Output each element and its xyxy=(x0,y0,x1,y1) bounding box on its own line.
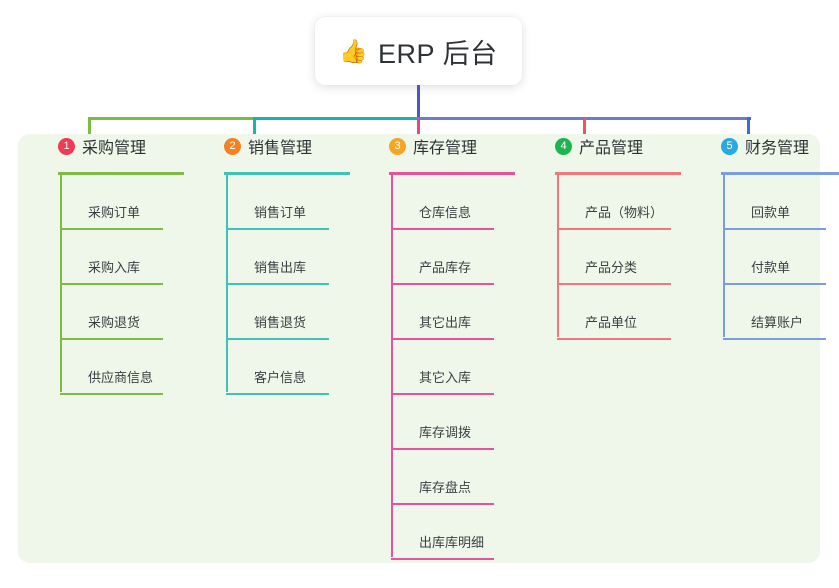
bar-teal xyxy=(253,117,419,120)
list-item-rule xyxy=(391,338,494,340)
list-item-label: 仓库信息 xyxy=(419,205,472,220)
list-item-label: 销售出库 xyxy=(254,260,307,275)
list-item-rule xyxy=(60,228,163,230)
list-item-label: 其它入库 xyxy=(419,370,472,385)
branch-header-purchase[interactable]: 1 采购管理 xyxy=(38,134,146,158)
list-item-rule xyxy=(723,283,826,285)
page-title: ERP 后台 xyxy=(378,38,498,69)
list-item-label: 采购入库 xyxy=(88,260,141,275)
list-item-rule xyxy=(226,393,329,395)
list-item-label: 库存调拨 xyxy=(419,425,472,440)
branch-spine-finance xyxy=(723,172,725,337)
list-item-label: 产品分类 xyxy=(585,260,638,275)
branch-title-purchase: 采购管理 xyxy=(82,140,147,157)
branch-column-product: 4 产品管理产品（物料） 产品分类产品单位 xyxy=(535,134,681,340)
branches-panel: 1 采购管理采购订单采购入库采购退货供应商信息 2 销售管理销售订单销售出库销售退货客… xyxy=(18,134,839,563)
branch-column-inventory: 3 库存管理仓库信息产品库存其它出库其它入库库存调拨库存盘点出库库明细 xyxy=(369,134,515,560)
list-item-rule xyxy=(226,283,329,285)
branch-spine-sales xyxy=(226,172,228,392)
branch-badge-inventory: 3 xyxy=(389,137,406,155)
branch-badge-product: 4 xyxy=(555,137,572,155)
list-item-label: 客户信息 xyxy=(254,370,307,385)
list-item-rule xyxy=(557,228,671,230)
stub-inventory xyxy=(417,117,420,150)
root-node-card[interactable]: 👍 ERP 后台 xyxy=(315,17,522,85)
branch-header-rule-inventory xyxy=(389,172,515,175)
list-item-rule xyxy=(557,338,671,340)
list-item-rule xyxy=(557,283,671,285)
list-item-label: 结算账户 xyxy=(751,315,804,330)
list-item-label: 销售退货 xyxy=(254,315,307,330)
thumbs-up-icon: 👍 xyxy=(339,37,369,64)
branch-title-product: 产品管理 xyxy=(579,140,644,157)
branch-header-rule-finance xyxy=(721,172,839,175)
list-item-rule xyxy=(391,283,494,285)
branch-header-rule-product xyxy=(555,172,681,175)
list-item-label: 采购退货 xyxy=(88,315,141,330)
list-item-label: 采购订单 xyxy=(88,205,141,220)
list-item-rule xyxy=(391,393,494,395)
branch-title-inventory: 库存管理 xyxy=(413,140,478,157)
list-item-rule xyxy=(226,228,329,230)
list-item-rule xyxy=(723,338,826,340)
branch-badge-sales: 2 xyxy=(224,137,241,155)
list-item-rule xyxy=(226,338,329,340)
list-item-rule xyxy=(60,338,163,340)
list-item-rule xyxy=(391,503,494,505)
stub-finance xyxy=(747,117,750,150)
stub-product xyxy=(583,117,586,150)
list-item-label: 产品库存 xyxy=(419,260,472,275)
connector-trunk xyxy=(417,85,420,120)
branch-title-finance: 财务管理 xyxy=(745,140,810,157)
branch-badge-finance: 5 xyxy=(721,137,738,155)
branch-column-purchase: 1 采购管理采购订单采购入库采购退货供应商信息 xyxy=(38,134,184,395)
branch-header-sales[interactable]: 2 销售管理 xyxy=(204,134,312,158)
list-item-label: 供应商信息 xyxy=(88,370,154,385)
branch-spine-product xyxy=(557,172,559,337)
list-item-label: 产品（物料） xyxy=(585,205,664,220)
list-item-label: 库存盘点 xyxy=(419,480,472,495)
branch-column-finance: 5 财务管理回款单付款单结算账户 xyxy=(701,134,839,340)
list-item-rule xyxy=(391,558,494,560)
list-item-rule xyxy=(723,228,826,230)
list-item-label: 销售订单 xyxy=(254,205,307,220)
list-item-rule xyxy=(391,228,494,230)
branch-header-finance[interactable]: 5 财务管理 xyxy=(701,134,809,158)
list-item-label: 付款单 xyxy=(751,260,791,275)
stub-purchase xyxy=(88,117,91,150)
list-item-rule xyxy=(391,448,494,450)
list-item-label: 产品单位 xyxy=(585,315,638,330)
branch-spine-purchase xyxy=(60,172,62,392)
list-item-rule xyxy=(60,283,163,285)
branch-header-product[interactable]: 4 产品管理 xyxy=(535,134,643,158)
branch-column-sales: 2 销售管理销售订单销售出库销售退货客户信息 xyxy=(204,134,350,395)
branch-title-sales: 销售管理 xyxy=(248,140,313,157)
list-item-label: 回款单 xyxy=(751,205,791,220)
branch-header-rule-sales xyxy=(224,172,350,175)
stub-sales xyxy=(253,117,256,150)
list-item-rule xyxy=(60,393,163,395)
branch-spine-inventory xyxy=(391,172,393,557)
branch-header-inventory[interactable]: 3 库存管理 xyxy=(369,134,477,158)
branch-badge-purchase: 1 xyxy=(58,137,75,155)
list-item-label: 出库库明细 xyxy=(419,535,485,550)
bar-green xyxy=(88,117,255,120)
branch-header-rule-purchase xyxy=(58,172,184,175)
list-item-label: 其它出库 xyxy=(419,315,472,330)
